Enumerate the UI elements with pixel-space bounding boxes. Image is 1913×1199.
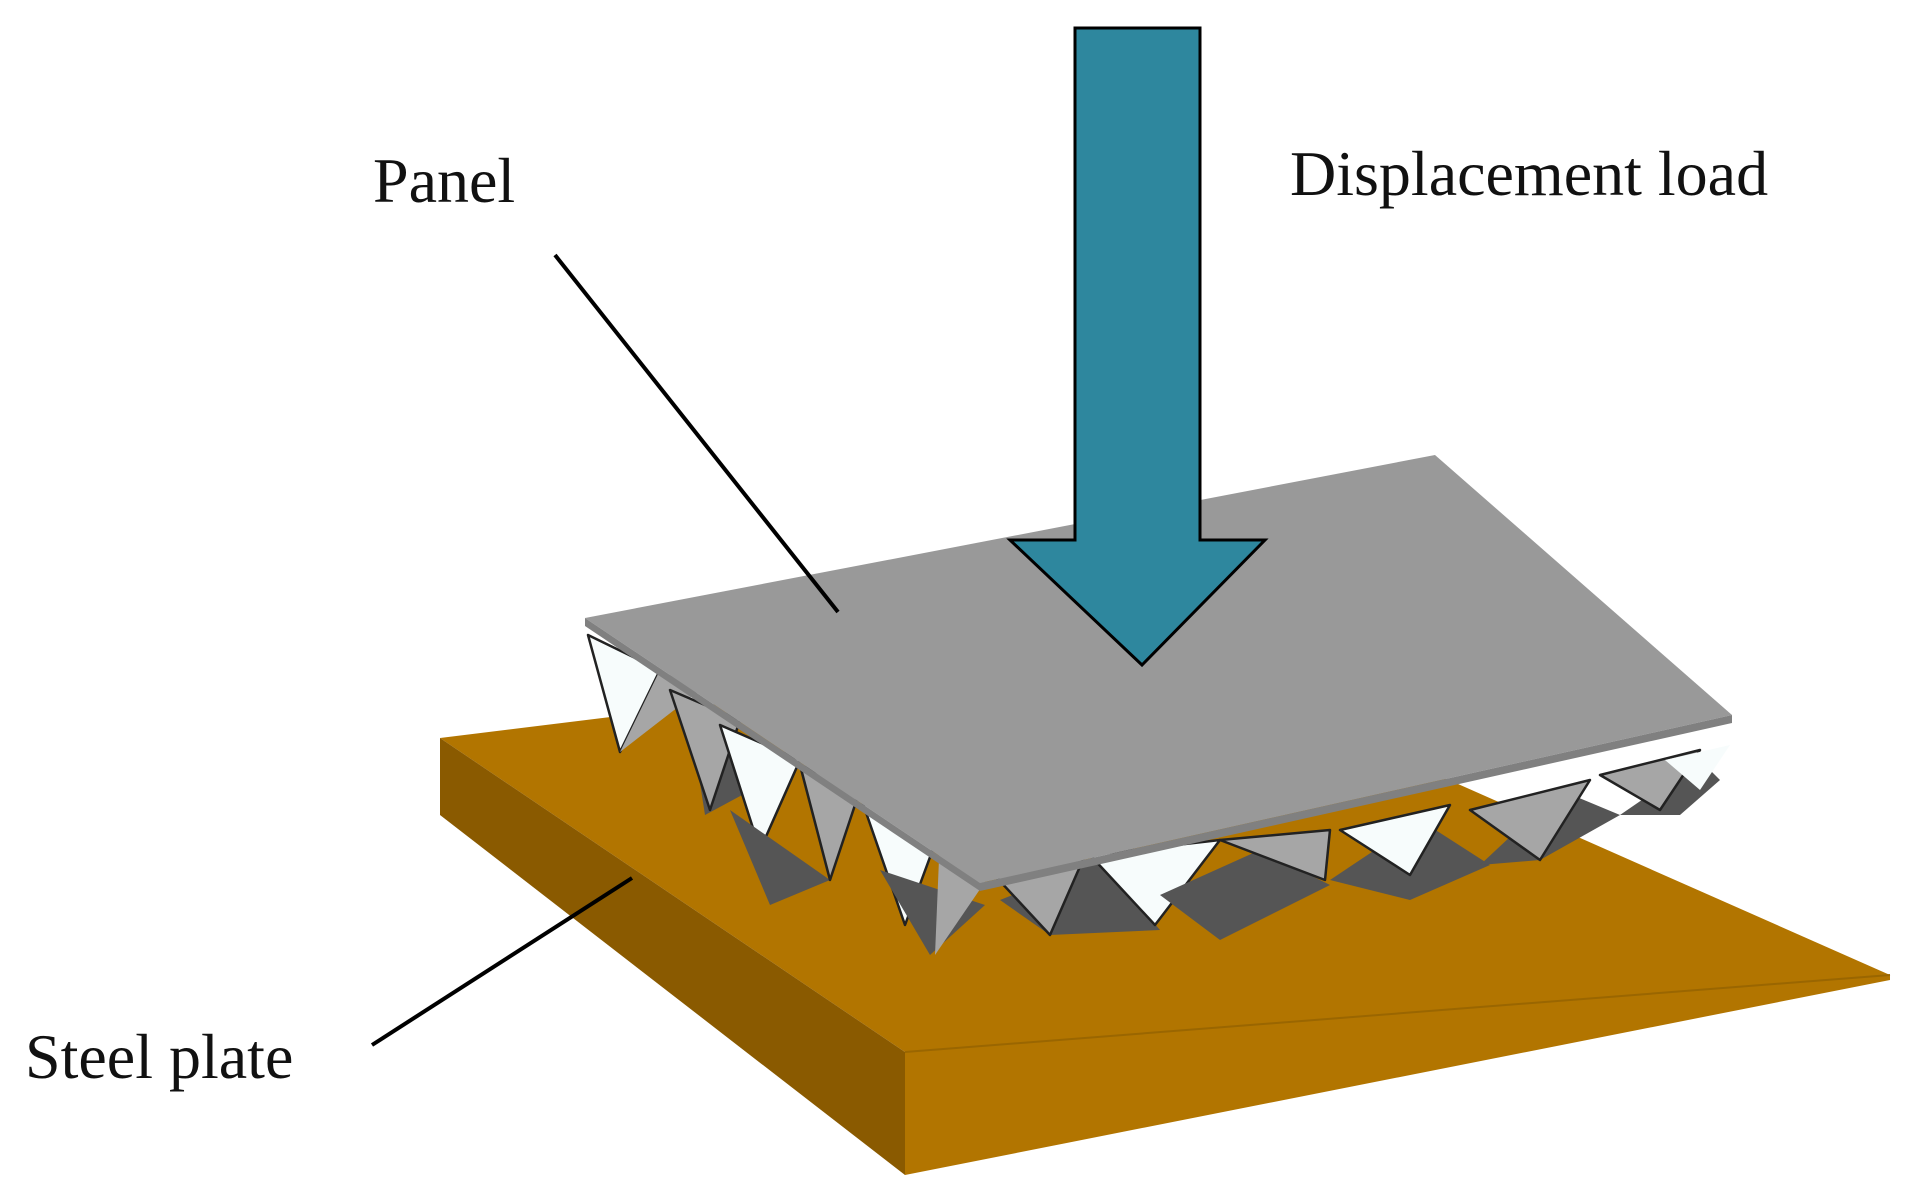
core-pyramid — [1338, 803, 1452, 877]
core-pyramid — [1468, 778, 1592, 862]
steel-plate-left-face — [440, 738, 905, 1175]
core-pyramid — [1218, 828, 1332, 882]
core-pyramid — [1665, 745, 1730, 790]
core-shadow — [730, 810, 830, 905]
panel-front-edge — [980, 715, 1732, 891]
displacement-load-arrow — [1006, 26, 1269, 668]
steel-plate-front-edge — [904, 974, 1891, 1053]
panel — [585, 455, 1732, 891]
steel-plate-label: Steel plate — [25, 1021, 293, 1092]
steel-plate-front-face — [905, 975, 1890, 1175]
panel-left-edge — [585, 618, 980, 891]
panel-leader-line — [553, 253, 840, 614]
core-shadow — [1160, 850, 1330, 940]
panel-label: Panel — [373, 145, 515, 216]
core-pyramid-side — [620, 670, 700, 752]
panel-top-face — [585, 455, 1732, 883]
steel-plate-leader-line — [370, 876, 634, 1047]
displacement-load-label: Displacement load — [1290, 138, 1768, 209]
core-shadow — [880, 870, 985, 955]
